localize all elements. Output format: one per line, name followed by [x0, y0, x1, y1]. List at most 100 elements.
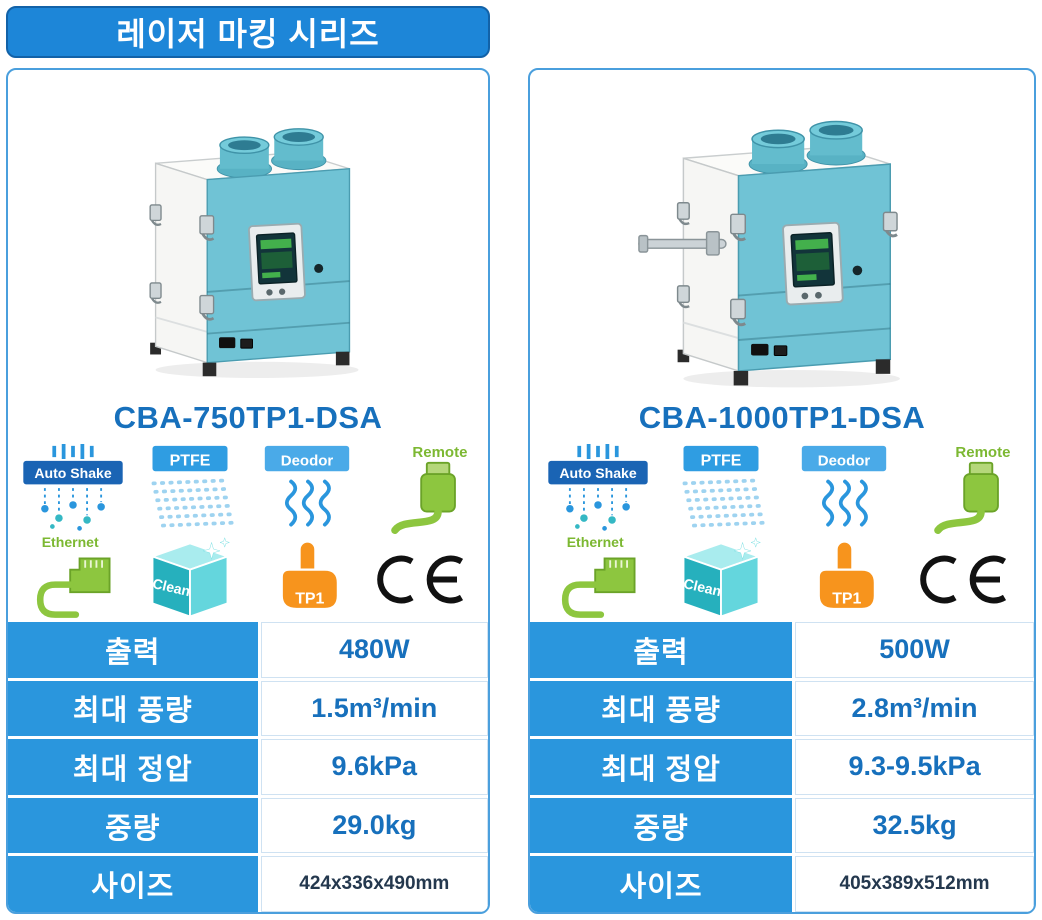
ethernet-icon: Ethernet [36, 534, 110, 618]
handle [638, 230, 727, 256]
ethernet-label: Ethernet [41, 534, 98, 550]
deodor-icon: Deodor [801, 445, 886, 527]
feature-tp1: TP1 [792, 534, 896, 624]
tp1-label: TP1 [295, 590, 324, 607]
spec-value: 500W [795, 622, 1034, 678]
ethernet-icon: Ethernet [561, 534, 635, 618]
latch [199, 214, 215, 241]
spec-value: 9.6kPa [260, 739, 488, 795]
feature-ptfe: PTFE [138, 444, 242, 534]
spec-row-weight: 중량 29.0kg [8, 797, 488, 854]
product-card-cba-1000: CBA-1000TP1-DSA Auto Shake [528, 68, 1036, 914]
ptfe-label: PTFE [700, 453, 741, 470]
spec-label: 최대 정압 [8, 739, 258, 795]
spec-label: 최대 풍량 [8, 680, 258, 737]
ce-mark-icon [919, 555, 1006, 603]
tp1-hand-icon: TP1 [280, 540, 339, 611]
power-inlet [773, 344, 788, 356]
outlet-port [271, 127, 327, 170]
product-image-cba-1000 [530, 70, 1034, 400]
power-button [852, 265, 863, 275]
spec-row-output: 출력 480W [8, 622, 488, 678]
remote-icon: Remote [390, 444, 467, 534]
ce-mark-icon [376, 555, 463, 603]
spec-value: 2.8m³/min [795, 680, 1034, 737]
spec-value: 9.3-9.5kPa [795, 739, 1034, 795]
latch [730, 213, 746, 241]
power-switch [219, 336, 236, 348]
feature-icons: Auto Shake P [530, 444, 1034, 622]
feature-auto-shake: Auto Shake [546, 444, 650, 534]
spec-row-max-static-pressure: 최대 정압 9.6kPa [8, 739, 488, 795]
clean-icon: Clean [682, 536, 761, 618]
spec-value: 32.5kg [795, 797, 1034, 854]
feature-clean: Clean [138, 534, 242, 624]
spec-label: 최대 정압 [530, 739, 793, 795]
spec-row-output: 출력 500W [530, 622, 1034, 678]
spec-table: 출력 480W 최대 풍량 1.5m³/min 최대 정압 9.6kPa 중량 … [8, 622, 488, 912]
feature-ethernet: Ethernet [21, 534, 125, 624]
deodor-icon: Deodor [264, 445, 349, 527]
page-title: 레이저 마킹 시리즈 [6, 6, 490, 58]
spec-value: 480W [260, 622, 488, 678]
spec-value: 405x389x512mm [795, 856, 1034, 912]
machine-illustration [638, 120, 900, 387]
spec-label: 사이즈 [8, 856, 258, 912]
product-name: CBA-1000TP1-DSA [638, 400, 926, 435]
tp1-hand-icon: TP1 [817, 540, 876, 611]
power-switch [751, 343, 769, 355]
latch [730, 298, 746, 326]
latch [676, 284, 690, 308]
deodor-label: Deodor [817, 453, 870, 470]
page-title-text: 레이저 마킹 시리즈 [116, 16, 380, 52]
feature-ethernet: Ethernet [546, 534, 650, 624]
auto-shake-icon: Auto Shake [547, 444, 648, 531]
product-name: CBA-750TP1-DSA [113, 400, 383, 435]
latch [149, 203, 162, 226]
spec-label: 사이즈 [530, 856, 793, 912]
spec-row-weight: 중량 32.5kg [530, 797, 1034, 854]
latch [882, 211, 898, 237]
feature-remote: Remote [372, 444, 476, 534]
feature-deodor: Deodor [255, 444, 359, 534]
auto-shake-label: Auto Shake [559, 465, 636, 481]
spec-label: 중량 [530, 797, 793, 854]
spec-label: 중량 [8, 797, 258, 854]
ptfe-icon: PTFE [151, 445, 234, 528]
spec-label: 최대 풍량 [530, 680, 793, 737]
spec-value: 424x336x490mm [260, 856, 488, 912]
spec-row-size: 사이즈 424x336x490mm [8, 856, 488, 912]
remote-label: Remote [955, 444, 1010, 461]
spec-row-max-airflow: 최대 풍량 2.8m³/min [530, 680, 1034, 737]
spec-table: 출력 500W 최대 풍량 2.8m³/min 최대 정압 9.3-9.5kPa… [530, 622, 1034, 912]
clean-icon: Clean [151, 536, 230, 618]
ptfe-icon: PTFE [682, 445, 765, 528]
feature-icons: Auto Shake P [8, 444, 488, 622]
product-image-cba-750 [8, 70, 488, 400]
spec-label: 출력 [530, 622, 793, 678]
remote-icon: Remote [933, 444, 1010, 534]
feature-auto-shake: Auto Shake [21, 444, 125, 534]
inlet-port [748, 129, 808, 174]
feature-deodor: Deodor [792, 444, 896, 534]
spec-row-size: 사이즈 405x389x512mm [530, 856, 1034, 912]
feature-tp1: TP1 [255, 534, 359, 624]
power-inlet [240, 338, 253, 349]
ethernet-label: Ethernet [566, 534, 623, 550]
tp1-label: TP1 [832, 590, 861, 607]
latch [149, 281, 162, 304]
feature-clean: Clean [669, 534, 773, 624]
control-panel [782, 221, 844, 305]
feature-ce [373, 551, 475, 608]
spec-row-max-static-pressure: 최대 정압 9.3-9.5kPa [530, 739, 1034, 795]
outlet-port [806, 120, 866, 166]
auto-shake-label: Auto Shake [34, 465, 111, 481]
inlet-port [216, 135, 273, 178]
auto-shake-icon: Auto Shake [22, 444, 123, 531]
feature-ptfe: PTFE [669, 444, 773, 534]
spec-value: 1.5m³/min [260, 680, 488, 737]
deodor-label: Deodor [280, 453, 333, 470]
control-panel [248, 222, 306, 301]
spec-row-max-airflow: 최대 풍량 1.5m³/min [8, 680, 488, 737]
